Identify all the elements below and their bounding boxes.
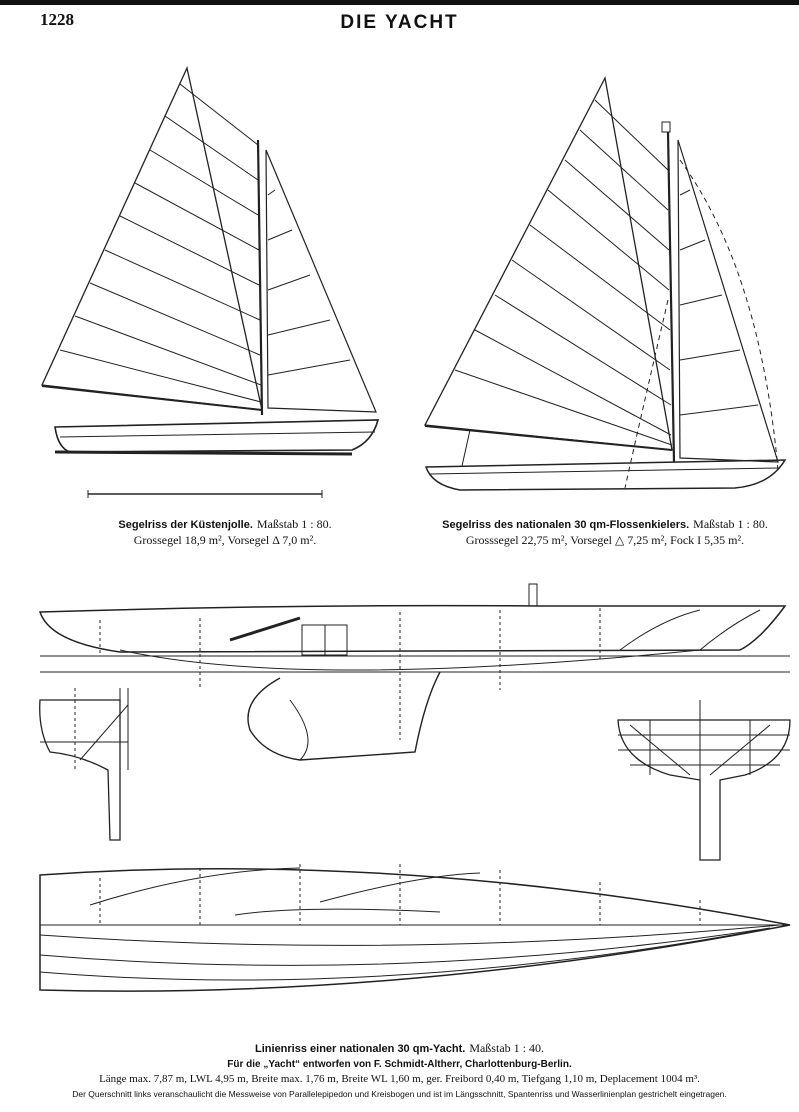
page-number: 1228 bbox=[40, 10, 74, 29]
cross-section-measurement bbox=[39, 688, 129, 841]
caption-kuestenjolle-title: Segelriss der Küstenjolle. bbox=[118, 519, 253, 531]
body-plan bbox=[617, 700, 791, 861]
caption-lines-plan: Linienriss einer nationalen 30 qm-Yacht.… bbox=[20, 1040, 779, 1102]
lines-plan-profile bbox=[38, 583, 790, 761]
half-breadth-plan bbox=[39, 864, 791, 992]
caption-kuestenjolle: Segelriss der Küstenjolle. Maßstab 1 : 8… bbox=[60, 516, 390, 548]
caption-flossenkieler-areas: Grosssegel 22,75 m², Vorsegel △ 7,25 m²,… bbox=[465, 533, 745, 547]
caption-lines-designer: Für die „Yacht“ entworfen von F. Schmidt… bbox=[227, 1059, 572, 1070]
caption-flossenkieler: Segelriss des nationalen 30 qm-Flossenki… bbox=[420, 516, 790, 548]
sail-plan-kuestenjolle bbox=[41, 65, 380, 498]
caption-lines-note: Der Querschnitt links veranschaulicht di… bbox=[72, 1089, 727, 1099]
caption-flossenkieler-title: Segelriss des nationalen 30 qm-Flossenki… bbox=[442, 519, 690, 531]
sail-plan-flossenkieler bbox=[423, 76, 787, 491]
running-title: DIE YACHT bbox=[340, 12, 459, 33]
caption-lines-title: Linienriss einer nationalen 30 qm-Yacht. bbox=[255, 1043, 466, 1055]
caption-lines-dimensions: Länge max. 7,87 m, LWL 4,95 m, Breite ma… bbox=[99, 1073, 700, 1085]
top-rule bbox=[0, 0, 799, 5]
caption-flossenkieler-scale: Maßstab 1 : 80. bbox=[693, 517, 768, 531]
caption-lines-scale: Maßstab 1 : 40. bbox=[469, 1041, 544, 1055]
caption-kuestenjolle-scale: Maßstab 1 : 80. bbox=[256, 517, 332, 531]
caption-kuestenjolle-areas: Grossegel 18,9 m², Vorsegel Δ 7,0 m². bbox=[133, 533, 317, 547]
